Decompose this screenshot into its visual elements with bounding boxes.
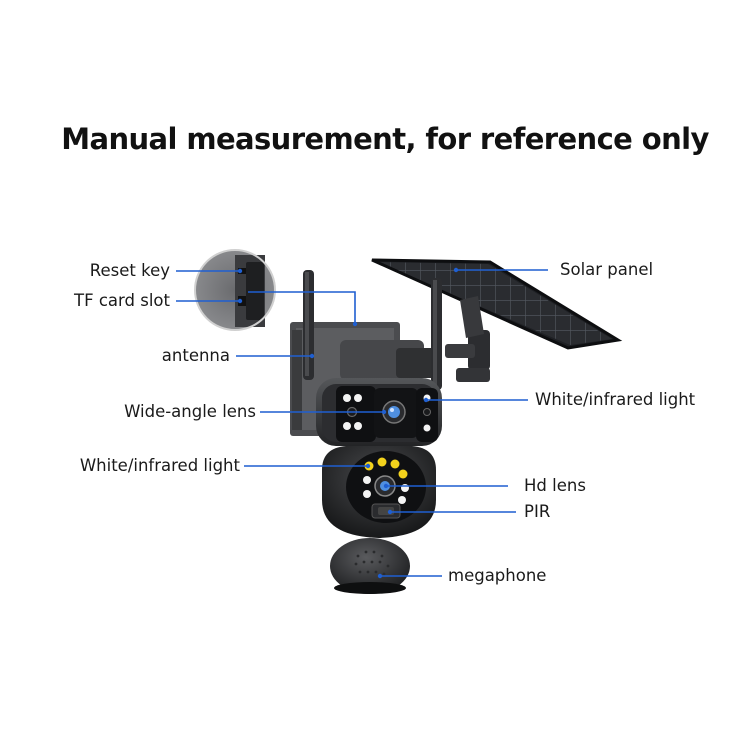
label-antenna: antenna: [161, 346, 230, 365]
inset-detail: [194, 249, 276, 331]
label-pir: PIR: [524, 502, 551, 521]
label-megaphone: megaphone: [448, 566, 547, 585]
label-white-infrared-light-left: White/infrared light: [79, 456, 240, 475]
lower-dome-camera: [322, 446, 436, 538]
diagram-title: Manual measurement, for reference only: [61, 122, 709, 156]
megaphone-speaker: [330, 538, 410, 594]
label-hd-lens: Hd lens: [524, 476, 586, 495]
label-solar-panel: Solar panel: [560, 260, 654, 279]
antennas: [303, 270, 442, 390]
label-reset-key: Reset key: [89, 261, 170, 280]
label-tf-card-slot: TF card slot: [74, 291, 170, 310]
label-white-infrared-light-right: White/infrared light: [535, 390, 696, 409]
solar-bracket: [445, 296, 490, 382]
label-wide-angle-lens: Wide-angle lens: [124, 402, 256, 421]
